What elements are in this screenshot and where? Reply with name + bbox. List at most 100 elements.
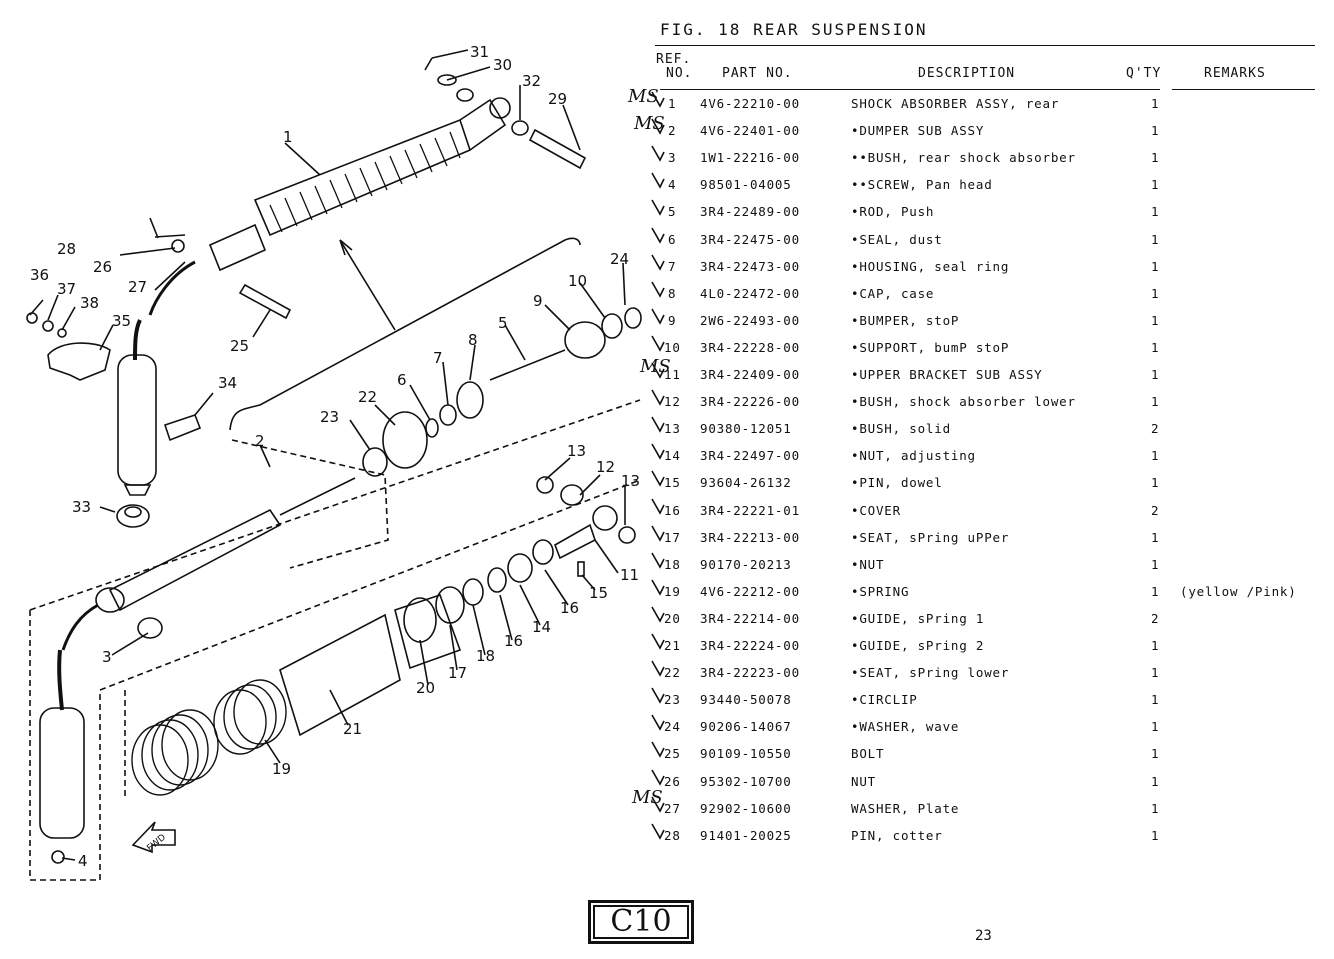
qty-cell: 1 xyxy=(1151,150,1160,165)
header-part-no: PART NO. xyxy=(722,66,793,81)
figure-title: FIG. 18 REAR SUSPENSION xyxy=(660,20,928,39)
qty-cell: 2 xyxy=(1151,503,1160,518)
callout-35: 35 xyxy=(112,312,131,330)
ref-cell: 1 xyxy=(668,96,677,111)
callout-18: 18 xyxy=(476,647,495,665)
part-no-cell: 92902-10600 xyxy=(700,801,792,816)
ref-cell: 17 xyxy=(664,530,681,545)
part-no-cell: 98501-04005 xyxy=(700,177,792,192)
description-cell: •CIRCLIP xyxy=(851,692,918,707)
ref-cell: 18 xyxy=(664,557,681,572)
callout-11: 11 xyxy=(620,566,639,584)
description-cell: PIN, cotter xyxy=(851,828,943,843)
check-mark-icon xyxy=(651,633,665,650)
description-cell: ••SCREW, Pan head xyxy=(851,177,993,192)
check-mark-icon xyxy=(651,199,665,216)
part-no-cell: 3R4-22221-01 xyxy=(700,503,800,518)
part-no-cell: 3R4-22497-00 xyxy=(700,448,800,463)
qty-cell: 1 xyxy=(1151,475,1160,490)
callout-17: 17 xyxy=(448,664,467,682)
qty-cell: 1 xyxy=(1151,801,1160,816)
description-cell: •BUSH, shock absorber lower xyxy=(851,394,1076,409)
check-mark-icon xyxy=(651,443,665,460)
check-mark-icon xyxy=(651,470,665,487)
callout-23: 23 xyxy=(320,408,339,426)
part-no-cell: 90380-12051 xyxy=(700,421,792,436)
callout-3: 3 xyxy=(102,648,112,666)
qty-cell: 1 xyxy=(1151,828,1160,843)
page-number: 23 xyxy=(975,928,992,944)
description-cell: SHOCK ABSORBER ASSY, rear xyxy=(851,96,1060,111)
check-mark-icon xyxy=(651,714,665,731)
header-bottom-rule xyxy=(660,89,1160,90)
ref-cell: 14 xyxy=(664,448,681,463)
callout-36: 36 xyxy=(30,266,49,284)
check-mark-icon xyxy=(651,145,665,162)
callout-25: 25 xyxy=(230,337,249,355)
description-cell: •ROD, Push xyxy=(851,204,935,219)
handwritten-mark: MS xyxy=(634,113,665,134)
qty-cell: 2 xyxy=(1151,611,1160,626)
qty-cell: 1 xyxy=(1151,692,1160,707)
callout-6: 6 xyxy=(397,371,407,389)
callout-7: 7 xyxy=(433,349,443,367)
part-no-cell: 3R4-22475-00 xyxy=(700,232,800,247)
part-no-cell: 90170-20213 xyxy=(700,557,792,572)
check-mark-icon xyxy=(651,389,665,406)
description-cell: •SEAL, dust xyxy=(851,232,943,247)
qty-cell: 1 xyxy=(1151,665,1160,680)
qty-cell: 1 xyxy=(1151,313,1160,328)
part-no-cell: 93604-26132 xyxy=(700,475,792,490)
header-remarks: REMARKS xyxy=(1204,66,1266,81)
callout-28: 28 xyxy=(57,240,76,258)
callout-19: 19 xyxy=(272,760,291,778)
part-no-cell: 3R4-22409-00 xyxy=(700,367,800,382)
callout-27: 27 xyxy=(128,278,147,296)
callout-2: 2 xyxy=(255,432,265,450)
qty-cell: 1 xyxy=(1151,232,1160,247)
description-cell: ••BUSH, rear shock absorber xyxy=(851,150,1076,165)
handwritten-mark: MS xyxy=(628,86,659,107)
description-cell: BOLT xyxy=(851,746,885,761)
check-mark-icon xyxy=(651,796,665,813)
part-no-cell: 3R4-22489-00 xyxy=(700,204,800,219)
callout-22: 22 xyxy=(358,388,377,406)
callout-20: 20 xyxy=(416,679,435,697)
callout-38: 38 xyxy=(80,294,99,312)
remarks-cell: (yellow /Pink) xyxy=(1180,584,1297,599)
qty-cell: 1 xyxy=(1151,177,1160,192)
part-no-cell: 3R4-22224-00 xyxy=(700,638,800,653)
callout-26: 26 xyxy=(93,258,112,276)
part-no-cell: 4V6-22401-00 xyxy=(700,123,800,138)
check-mark-icon xyxy=(651,660,665,677)
ref-cell: 12 xyxy=(664,394,681,409)
callout-4: 4 xyxy=(78,852,88,870)
qty-cell: 1 xyxy=(1151,96,1160,111)
check-mark-icon xyxy=(651,172,665,189)
check-mark-icon xyxy=(651,687,665,704)
check-mark-icon xyxy=(651,525,665,542)
ref-cell: 4 xyxy=(668,177,677,192)
ref-cell: 15 xyxy=(664,475,681,490)
qty-cell: 1 xyxy=(1151,746,1160,761)
check-mark-icon xyxy=(651,362,665,379)
check-mark-icon xyxy=(651,741,665,758)
ref-cell: 8 xyxy=(668,286,677,301)
ref-cell: 5 xyxy=(668,204,677,219)
part-no-cell: 4V6-22210-00 xyxy=(700,96,800,111)
ref-cell: 10 xyxy=(664,340,681,355)
exploded-diagram: 31 30 32 29 1 28 26 27 36 37 38 35 25 34… xyxy=(26,43,642,881)
qty-cell: 1 xyxy=(1151,394,1160,409)
part-no-cell: 4L0-22472-00 xyxy=(700,286,800,301)
ref-cell: 22 xyxy=(664,665,681,680)
ref-cell: 2 xyxy=(668,123,677,138)
callout-8: 8 xyxy=(468,331,478,349)
description-cell: •NUT xyxy=(851,557,885,572)
check-mark-icon xyxy=(651,552,665,569)
part-no-cell: 3R4-22473-00 xyxy=(700,259,800,274)
part-no-cell: 90206-14067 xyxy=(700,719,792,734)
header-ref: REF. xyxy=(656,52,692,67)
check-mark-icon xyxy=(651,823,665,840)
callout-33: 33 xyxy=(72,498,91,516)
check-mark-icon xyxy=(651,579,665,596)
